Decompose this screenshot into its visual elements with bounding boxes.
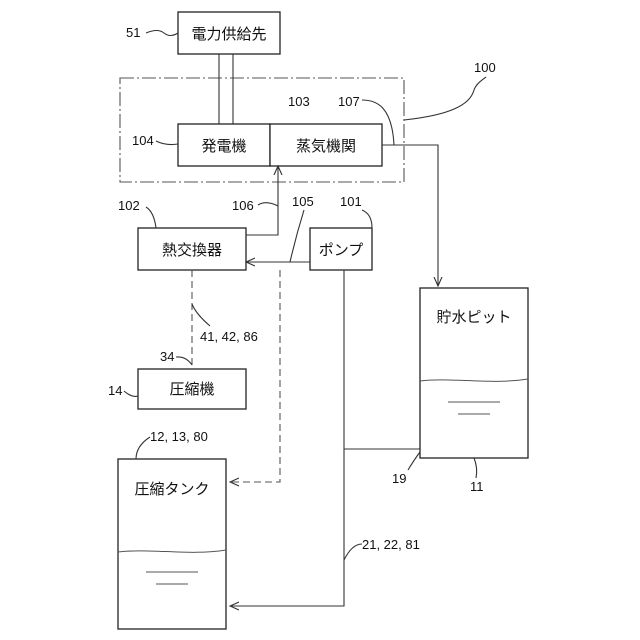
leader-105 (290, 210, 304, 262)
pump-suction-line (344, 270, 420, 449)
tank-return-line (230, 449, 344, 606)
leader-14 (124, 391, 138, 396)
ref-102: 102 (118, 198, 140, 213)
leader-51 (146, 31, 178, 36)
leader-12 (136, 437, 150, 459)
leader-41 (192, 304, 210, 326)
leader-106 (258, 203, 278, 206)
compressed-tank-label: 圧縮タンク (134, 480, 209, 498)
ref-11: 11 (470, 479, 484, 494)
pump-label: ポンプ (319, 241, 364, 259)
leader-100 (404, 77, 486, 120)
ref-12-13-80: 12, 13, 80 (150, 429, 208, 444)
ref-41-42-86: 41, 42, 86 (200, 329, 258, 344)
ref-100: 100 (474, 60, 496, 75)
water-pit-label: 貯水ピット (436, 308, 511, 326)
power-destination-label: 電力供給先 (191, 25, 266, 43)
ref-14: 14 (108, 383, 122, 398)
generator-label: 発電機 (201, 137, 246, 155)
leader-102 (146, 207, 156, 228)
ref-34: 34 (160, 349, 174, 364)
ref-21-22-81: 21, 22, 81 (362, 537, 420, 552)
ref-51: 51 (126, 25, 140, 40)
leader-21 (344, 544, 362, 560)
exhaust-line (382, 145, 438, 286)
compressor-label: 圧縮機 (169, 380, 214, 398)
ref-105: 105 (292, 194, 314, 209)
leader-19 (408, 452, 420, 470)
ref-101: 101 (340, 194, 362, 209)
ref-104: 104 (132, 133, 154, 148)
leader-11 (474, 458, 477, 478)
ref-106: 106 (232, 198, 254, 213)
leader-34 (176, 357, 192, 365)
ref-103: 103 (288, 94, 310, 109)
heat-exchanger-label: 熱交換器 (162, 241, 222, 259)
leader-104 (156, 141, 178, 145)
leader-101 (362, 210, 372, 228)
ref-107: 107 (338, 94, 360, 109)
ref-19: 19 (392, 471, 406, 486)
steam-engine-label: 蒸気機関 (296, 137, 356, 155)
